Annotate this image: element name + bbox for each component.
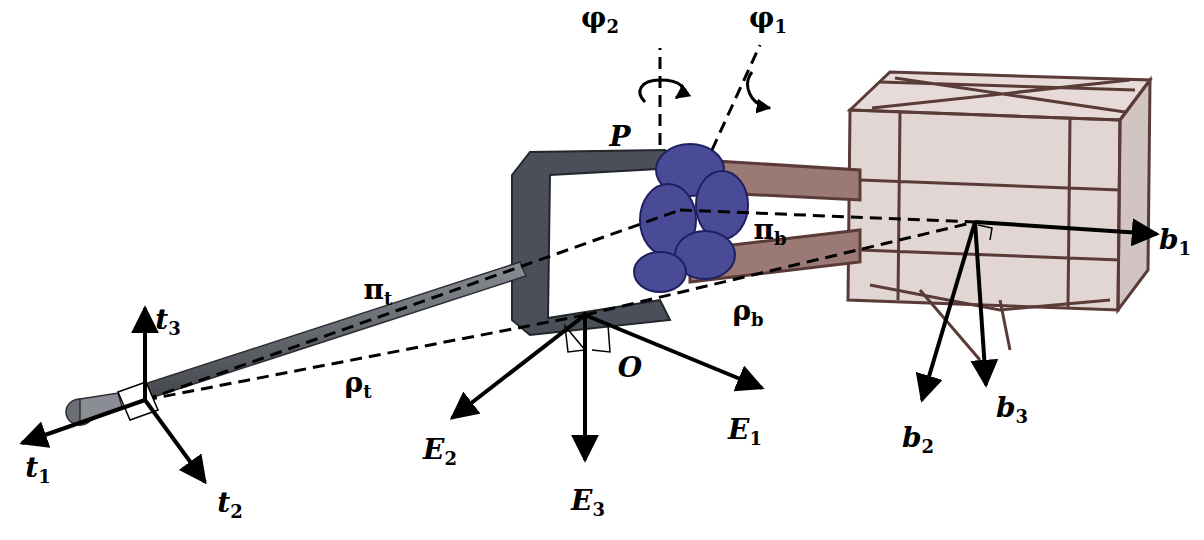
axis-label: t1: [25, 454, 50, 486]
axis-label: πb: [753, 216, 786, 248]
axis-label: b2: [902, 424, 934, 456]
axis-label: b3: [996, 394, 1028, 426]
axis-label: E3: [571, 487, 605, 519]
axis-label: φ2: [581, 4, 619, 36]
axis-label: O: [618, 354, 642, 382]
axis-label: ρb: [732, 297, 763, 329]
axis-label: E2: [423, 436, 457, 468]
axis-label: P: [609, 123, 630, 151]
axis-label: t3: [155, 306, 180, 338]
axis-label: E1: [728, 416, 762, 448]
axis-label: b1: [1159, 226, 1191, 258]
axis-label: φ1: [749, 4, 787, 36]
axis-label: ρt: [345, 369, 372, 401]
axis-label: t2: [217, 489, 242, 521]
axis-label: πt: [364, 276, 393, 308]
